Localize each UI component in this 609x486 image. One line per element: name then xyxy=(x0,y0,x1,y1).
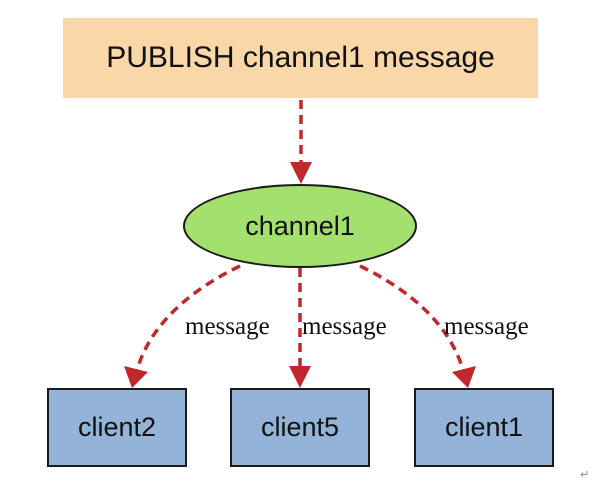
arrowhead-channel-to-client1 xyxy=(452,366,476,388)
channel-node: channel1 xyxy=(183,184,417,268)
edge-label-message-client2: message xyxy=(185,313,270,340)
arrowhead-channel-to-client2 xyxy=(124,366,148,388)
publish-command-text: PUBLISH channel1 message xyxy=(106,41,495,74)
client-label: client5 xyxy=(260,412,340,442)
client-node-client5: client5 xyxy=(230,388,370,467)
client-label: client2 xyxy=(77,412,157,442)
client-label: client1 xyxy=(444,412,524,442)
publish-command-box: PUBLISH channel1 message xyxy=(63,18,538,98)
arrowhead-publish-to-channel xyxy=(290,162,312,184)
edge-label-message-client5: message xyxy=(302,313,387,340)
arrowhead-channel-to-client5 xyxy=(289,366,311,388)
channel-label: channel1 xyxy=(245,210,355,241)
edge-label-message-client1: message xyxy=(444,313,529,340)
return-mark-icon: ↵ xyxy=(580,468,590,481)
client-node-client2: client2 xyxy=(47,388,187,467)
client-node-client1: client1 xyxy=(414,388,554,467)
